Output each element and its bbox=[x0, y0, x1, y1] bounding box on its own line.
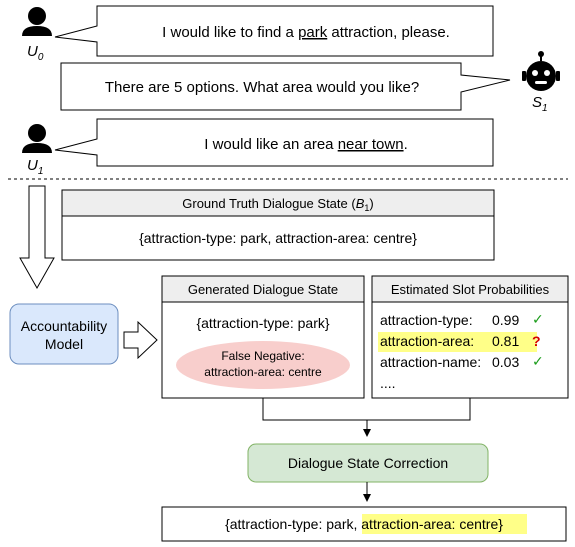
slot-probabilities-list: attraction-type: 0.99 ✓ attraction-area:… bbox=[380, 309, 566, 391]
correction-box bbox=[247, 443, 489, 483]
slot-name: attraction-type: bbox=[380, 311, 473, 328]
speech-bubble-u0 bbox=[54, 5, 494, 57]
slot-row: attraction-area: 0.81 ? bbox=[380, 330, 566, 351]
user-icon bbox=[22, 124, 52, 153]
speaker-s1-label: S1 bbox=[532, 94, 548, 114]
slot-more: .... bbox=[380, 374, 396, 391]
slot-name: attraction-name: bbox=[380, 353, 482, 370]
accountability-model-box bbox=[9, 303, 119, 365]
merge-connector bbox=[262, 398, 471, 437]
slot-probability: 0.81 bbox=[492, 332, 520, 349]
utterance-u1: I would like an area near town. bbox=[204, 136, 407, 153]
slot-probabilities-title: Estimated Slot Probabilities bbox=[391, 282, 550, 297]
false-negative-label: False Negative:attraction-area: centre bbox=[204, 349, 322, 379]
hollow-arrow-down bbox=[19, 185, 55, 290]
ground-truth-title: Ground Truth Dialogue State (B1) bbox=[182, 196, 373, 213]
final-state-text: {attraction-type: park, attraction-area:… bbox=[225, 516, 503, 532]
slot-row: attraction-type: 0.99 ✓ bbox=[380, 309, 566, 330]
slot-name: attraction-area: bbox=[380, 332, 475, 349]
speaker-u0-label: U0 bbox=[27, 43, 44, 63]
robot-icon bbox=[522, 51, 560, 91]
generated-state-header bbox=[161, 275, 365, 303]
slot-row: attraction-name: 0.03 ✓ bbox=[380, 351, 566, 372]
utterance-s1: There are 5 options. What area would you… bbox=[105, 79, 419, 96]
false-negative-badge bbox=[176, 341, 350, 389]
ground-truth-state: {attraction-type: park, attraction-area:… bbox=[139, 230, 417, 246]
slot-probability: 0.99 bbox=[492, 311, 520, 328]
ground-truth-body bbox=[61, 215, 495, 261]
final-state-highlight bbox=[362, 514, 527, 534]
slot-highlight bbox=[378, 332, 537, 352]
generated-state-title: Generated Dialogue State bbox=[188, 282, 338, 297]
check-icon: ✓ bbox=[532, 311, 544, 328]
generated-state-value: {attraction-type: park} bbox=[196, 315, 329, 331]
check-icon: ✓ bbox=[532, 353, 544, 370]
speaker-u1-label: U1 bbox=[27, 157, 43, 177]
speech-bubble-s1 bbox=[60, 62, 511, 111]
user-icon bbox=[22, 7, 52, 36]
question-icon: ? bbox=[532, 332, 541, 349]
slot-probability: 0.03 bbox=[492, 353, 520, 370]
hollow-arrow-right bbox=[123, 320, 158, 360]
correction-label: Dialogue State Correction bbox=[288, 455, 448, 471]
ground-truth-header bbox=[61, 189, 495, 217]
speech-bubble-u1 bbox=[54, 118, 494, 167]
utterance-u0: I would like to find a park attraction, … bbox=[162, 24, 450, 41]
